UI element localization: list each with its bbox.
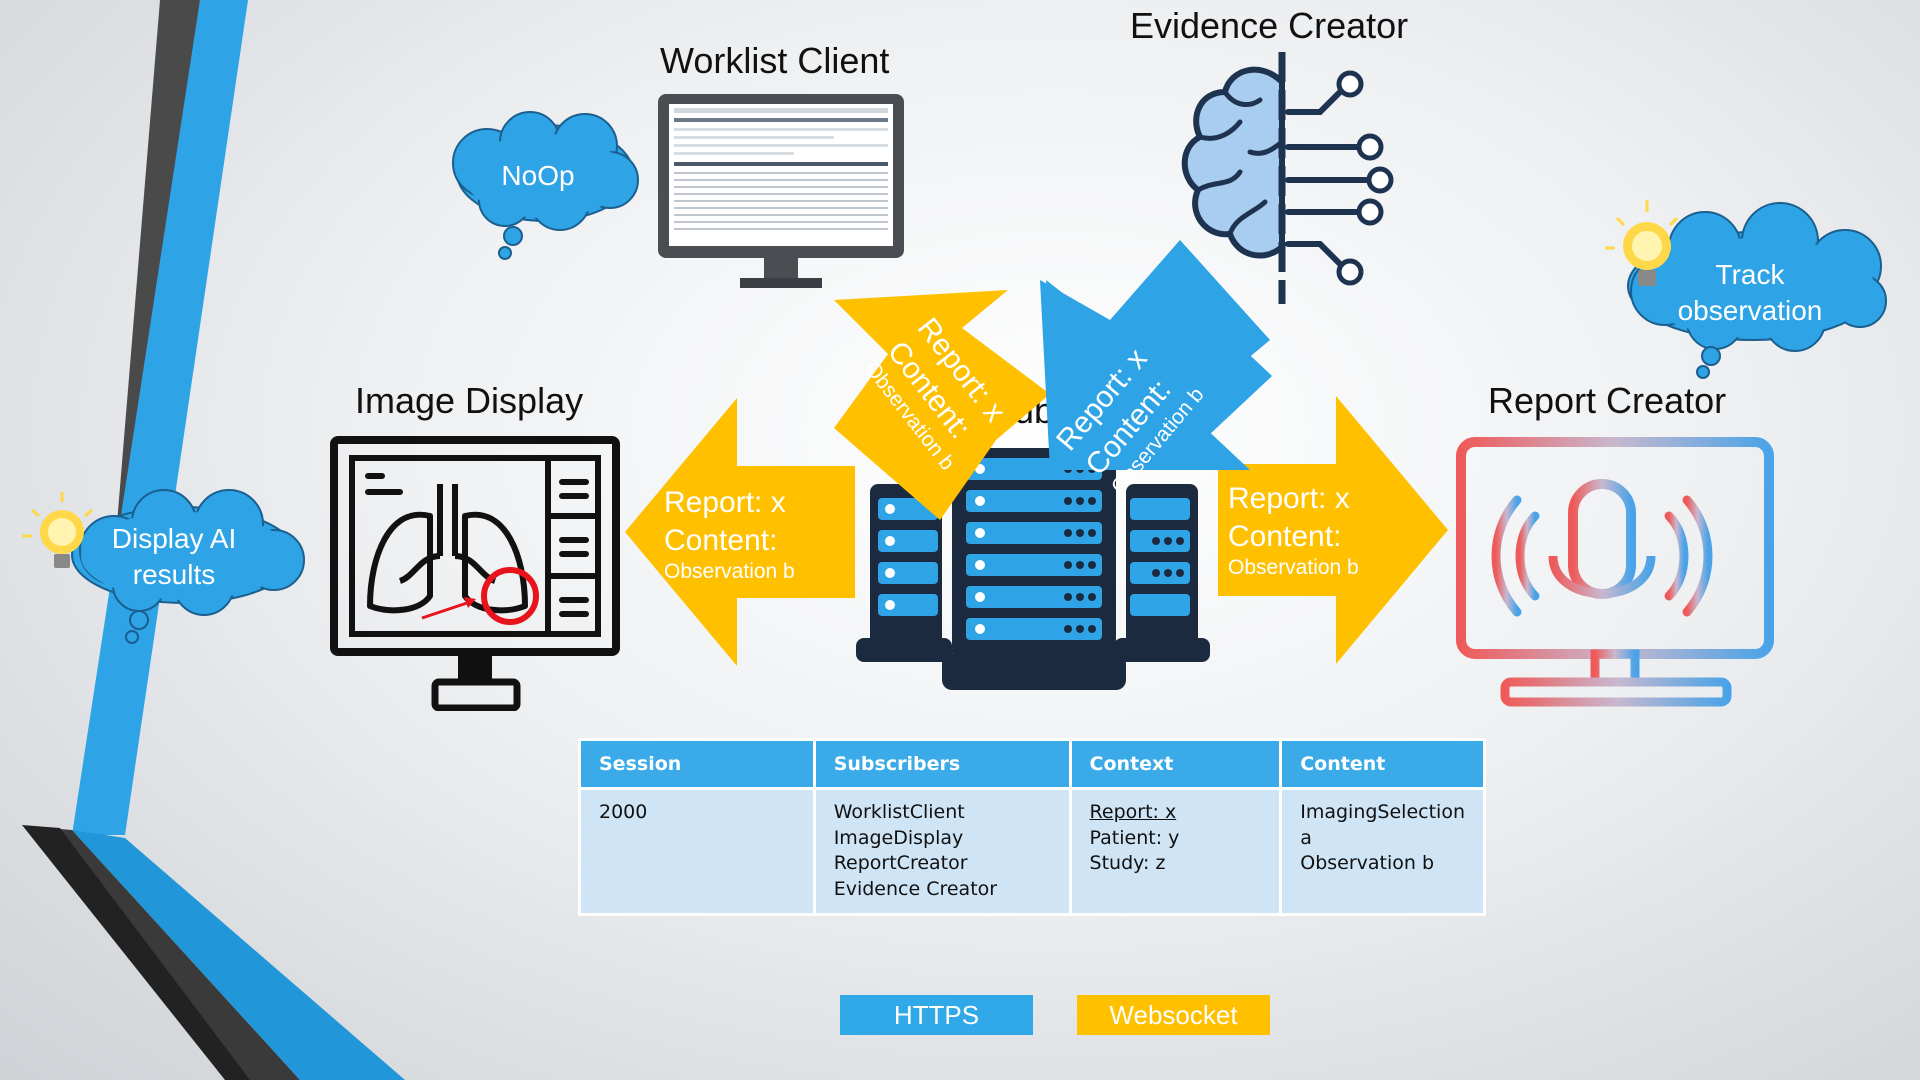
lightbulb-icon [1605,200,1679,286]
context-cell: Report: x Patient: y Study: z [1068,787,1283,916]
column-header-session: Session [578,738,816,790]
image-display-title: Image Display [355,380,584,421]
display-ai-thought-cloud: Display AI results [22,489,305,644]
content-item: ImagingSelection a [1300,801,1465,849]
legend-https: HTTPS [840,995,1033,1035]
content-cell: ImagingSelection a Observation b [1279,787,1486,916]
content-item: Observation b [1300,852,1435,875]
evidence-creator-title: Evidence Creator [1130,5,1409,46]
left-stripe-decoration [22,0,405,1080]
arrow-left-text: Report: x Content: Observation b [664,486,795,583]
display-ai-label-2: results [133,559,215,590]
websocket-arrow-to-worklist [834,290,1050,520]
subscriber-item: ImageDisplay [833,826,964,849]
ai-brain-icon [1181,52,1394,304]
noop-label: NoOp [501,160,574,191]
subscriber-item: WorklistClient [833,801,965,823]
subscriber-item: ReportCreator [833,852,968,875]
lightbulb-icon [22,492,93,568]
report-creator-title: Report Creator [1488,380,1727,421]
subscriber-item: Evidence Creator [833,877,998,900]
worklist-client-title: Worklist Client [660,40,890,81]
column-header-context: Context [1068,738,1283,790]
column-header-subscribers: Subscribers [812,738,1072,790]
report-creator-monitor-icon [1456,437,1774,707]
track-label-1: Track [1716,259,1786,290]
column-header-content: Content [1279,738,1486,790]
table-header-row: Session Subscribers Context Content [578,738,1486,790]
hub-server-icon [856,448,1210,690]
noop-thought-cloud: NoOp [452,111,639,260]
table-row: 2000 WorklistClient ImageDisplay ReportC… [578,787,1486,916]
session-cell: 2000 [578,787,816,916]
context-report-link[interactable]: Report: x [1089,801,1177,823]
context-item: Study: z [1089,852,1166,875]
websocket-arrow-to-report-creator [1218,396,1448,664]
websocket-arrow-to-image-display [625,398,855,666]
arrow-right-text: Report: x Content: Observation b [1228,482,1359,579]
legend-websocket: Websocket [1077,995,1270,1035]
track-observation-thought-cloud: Track observation [1605,200,1887,379]
context-item: Patient: y [1089,826,1180,849]
https-arrow-from-evidence-creator [1040,240,1272,470]
subscribers-cell: WorklistClient ImageDisplay ReportCreato… [812,787,1072,916]
worklist-monitor-icon [658,94,904,288]
display-ai-label-1: Display AI [112,523,237,554]
context-table: Session Subscribers Context Content 2000… [578,738,1486,916]
track-label-2: observation [1678,295,1823,326]
image-display-monitor-icon [330,436,620,711]
